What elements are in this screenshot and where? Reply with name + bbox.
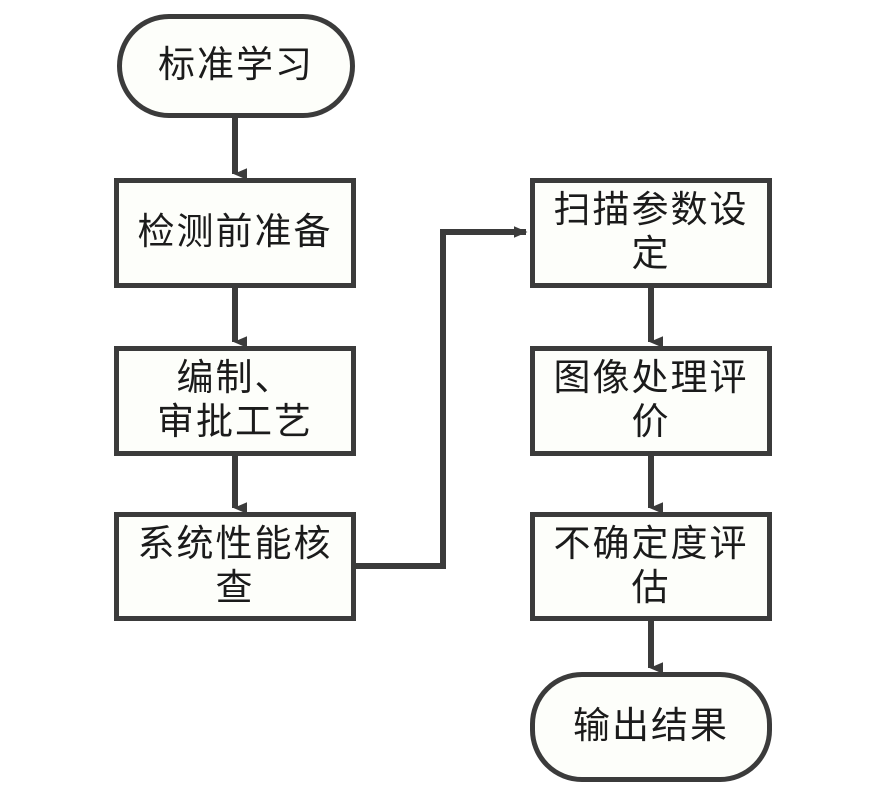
- node-draft-approve-label: 编制、 审批工艺: [157, 358, 313, 443]
- node-pre-test-prep-label: 检测前准备: [137, 212, 333, 254]
- node-scan-params-label: 扫描参数设定: [553, 190, 749, 275]
- node-uncertainty-label: 不确定度评估: [553, 523, 749, 609]
- node-system-check[interactable]: 系统性能核查: [114, 512, 356, 621]
- node-image-eval-label: 图像处理评价: [553, 358, 749, 443]
- node-uncertainty[interactable]: 不确定度评估: [530, 512, 772, 621]
- node-pre-test-prep[interactable]: 检测前准备: [114, 178, 356, 288]
- connector-system-check-to-scan-params: [356, 226, 528, 569]
- node-draft-approve[interactable]: 编制、 审批工艺: [114, 346, 356, 456]
- node-output-result-label: 输出结果: [573, 706, 729, 748]
- node-image-eval[interactable]: 图像处理评价: [530, 346, 772, 456]
- node-output-result[interactable]: 输出结果: [530, 672, 772, 782]
- node-scan-params[interactable]: 扫描参数设定: [530, 178, 772, 288]
- node-standard-study-label: 标准学习: [158, 45, 314, 87]
- node-standard-study[interactable]: 标准学习: [117, 14, 355, 118]
- node-system-check-label: 系统性能核查: [137, 523, 333, 609]
